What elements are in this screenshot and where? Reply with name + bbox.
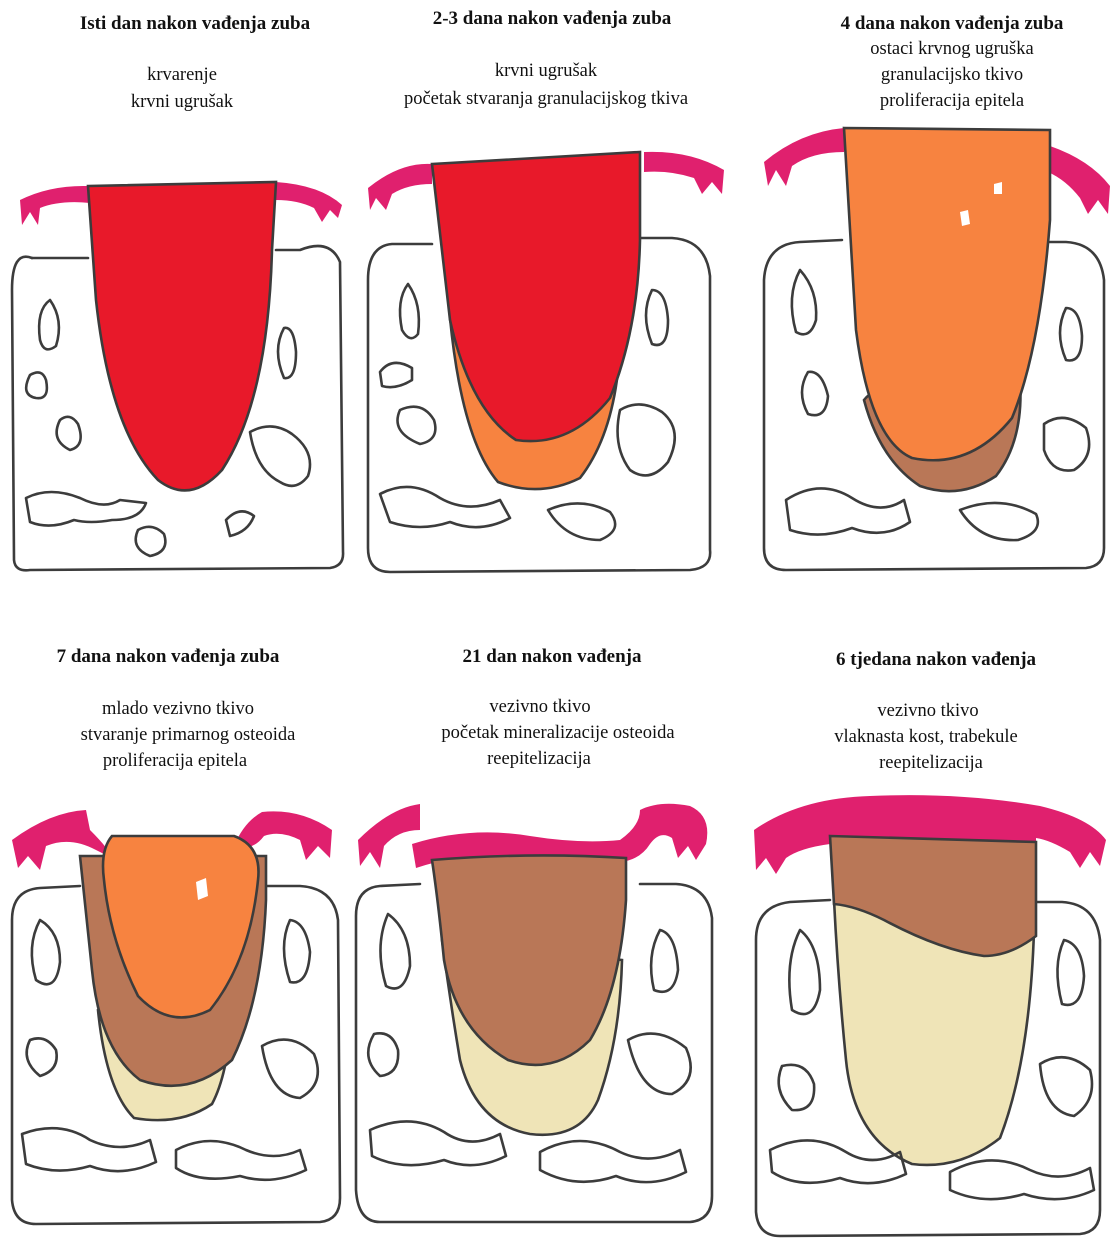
panel-2-pore (646, 290, 668, 345)
panel-2-pore (400, 284, 419, 338)
panel-1-pore (26, 492, 146, 526)
panel-4-pore (176, 1141, 306, 1180)
panel-4-pore (262, 1040, 318, 1098)
panel-1: Isti dan nakon vađenja zuba krvarenje kr… (12, 13, 343, 570)
panel-3-pore (802, 372, 828, 415)
panel-1-blood-clot (88, 182, 276, 490)
panel-5-pore (380, 914, 410, 989)
panel-5-line-2: početak mineralizacije osteoida (441, 723, 674, 743)
panel-5-pore (540, 1141, 686, 1182)
panel-1-pore (278, 328, 296, 378)
panel-2-pore (380, 363, 412, 387)
panel-6-line-1: vezivno tkivo (877, 701, 978, 721)
panel-2-pore (618, 404, 675, 475)
panel-6-pore (779, 1065, 814, 1110)
panel-2-line-1: krvni ugrušak (495, 61, 598, 81)
panel-6-pore (789, 930, 820, 1014)
panel-2-title: 2-3 dana nakon vađenja zuba (433, 8, 672, 29)
panel-1-pore (39, 300, 59, 349)
panel-6-drawing (754, 795, 1106, 1236)
panel-6-line-2: vlaknasta kost, trabekule (834, 727, 1017, 747)
panel-4-pore (32, 920, 60, 984)
panel-5-pore (628, 1034, 691, 1094)
panel-3-pore (1060, 308, 1082, 361)
panel-5-pore (651, 930, 678, 992)
panel-2-gingiva-right (644, 152, 724, 194)
panel-4-line-2: stvaranje primarnog osteoida (81, 725, 296, 745)
panel-4-white-speck (196, 878, 208, 900)
panel-1-title: Isti dan nakon vađenja zuba (80, 13, 311, 34)
panel-3-line-2: granulacijsko tkivo (881, 65, 1023, 85)
panel-5-pore (368, 1033, 398, 1076)
panel-6-pore (1040, 1057, 1092, 1116)
panel-6: 6 tjedana nakon vađenja vezivno tkivo vl… (754, 649, 1106, 1236)
panel-4-line-1: mlado vezivno tkivo (102, 699, 254, 719)
panel-3-title: 4 dana nakon vađenja zuba (841, 13, 1064, 34)
panel-1-pore (26, 372, 47, 398)
panel-1-line-1: krvarenje (147, 65, 217, 85)
panel-6-line-3: reepitelizacija (879, 753, 983, 773)
panel-3-gingiva-left (764, 128, 844, 186)
panel-4: 7 dana nakon vađenja zuba mlado vezivno … (12, 646, 340, 1224)
panel-3-white-speck (994, 182, 1002, 194)
panel-3-line-3: proliferacija epitela (880, 91, 1024, 111)
panel-3-pore (786, 488, 910, 534)
panel-5: 21 dan nakon vađenja vezivno tkivo počet… (356, 646, 712, 1222)
panel-6-title: 6 tjedana nakon vađenja (836, 649, 1037, 670)
panel-3-line-1: ostaci krvnog ugruška (870, 39, 1033, 59)
panel-4-line-3: proliferacija epitela (103, 751, 247, 771)
panel-2-drawing (368, 152, 724, 572)
panel-5-line-3: reepitelizacija (487, 749, 591, 769)
panel-3-pore (960, 503, 1038, 540)
panel-3-gingiva-right (1048, 146, 1110, 214)
panel-4-drawing (12, 810, 340, 1224)
panel-1-pore (57, 417, 81, 450)
panel-1-drawing (12, 182, 343, 570)
panel-2-pore (548, 503, 615, 540)
panel-2-gingiva-left (368, 164, 432, 210)
panel-1-line-2: krvni ugrušak (131, 92, 234, 112)
panel-6-pore (1057, 940, 1084, 1005)
panel-3-drawing (764, 128, 1110, 570)
panel-2-pore (380, 487, 510, 527)
panel-5-line-1: vezivno tkivo (489, 697, 590, 717)
panel-4-pore (22, 1128, 156, 1171)
panel-1-pore (226, 511, 254, 536)
panel-5-gingiva-left (358, 804, 420, 868)
panel-1-gingiva-right (276, 182, 342, 222)
panel-2: 2-3 dana nakon vađenja zuba krvni ugruša… (368, 8, 724, 572)
panel-2-line-2: početak stvaranja granulacijskog tkiva (404, 89, 688, 109)
panel-3-pore (1044, 418, 1089, 471)
panel-2-pore (398, 407, 436, 444)
panel-6-pore (950, 1160, 1094, 1199)
panel-3: 4 dana nakon vađenja zuba ostaci krvnog … (764, 13, 1110, 570)
panel-1-pore (250, 426, 310, 485)
panel-1-pore (136, 527, 166, 556)
panel-5-drawing (356, 804, 712, 1222)
panel-4-pore (284, 920, 310, 982)
panel-4-pore (27, 1038, 57, 1076)
panel-4-title: 7 dana nakon vađenja zuba (57, 646, 280, 667)
panel-3-pore (792, 270, 816, 334)
panel-5-pore (370, 1121, 506, 1165)
panel-1-gingiva-left (20, 186, 90, 225)
panel-5-title: 21 dan nakon vađenja (463, 646, 642, 667)
